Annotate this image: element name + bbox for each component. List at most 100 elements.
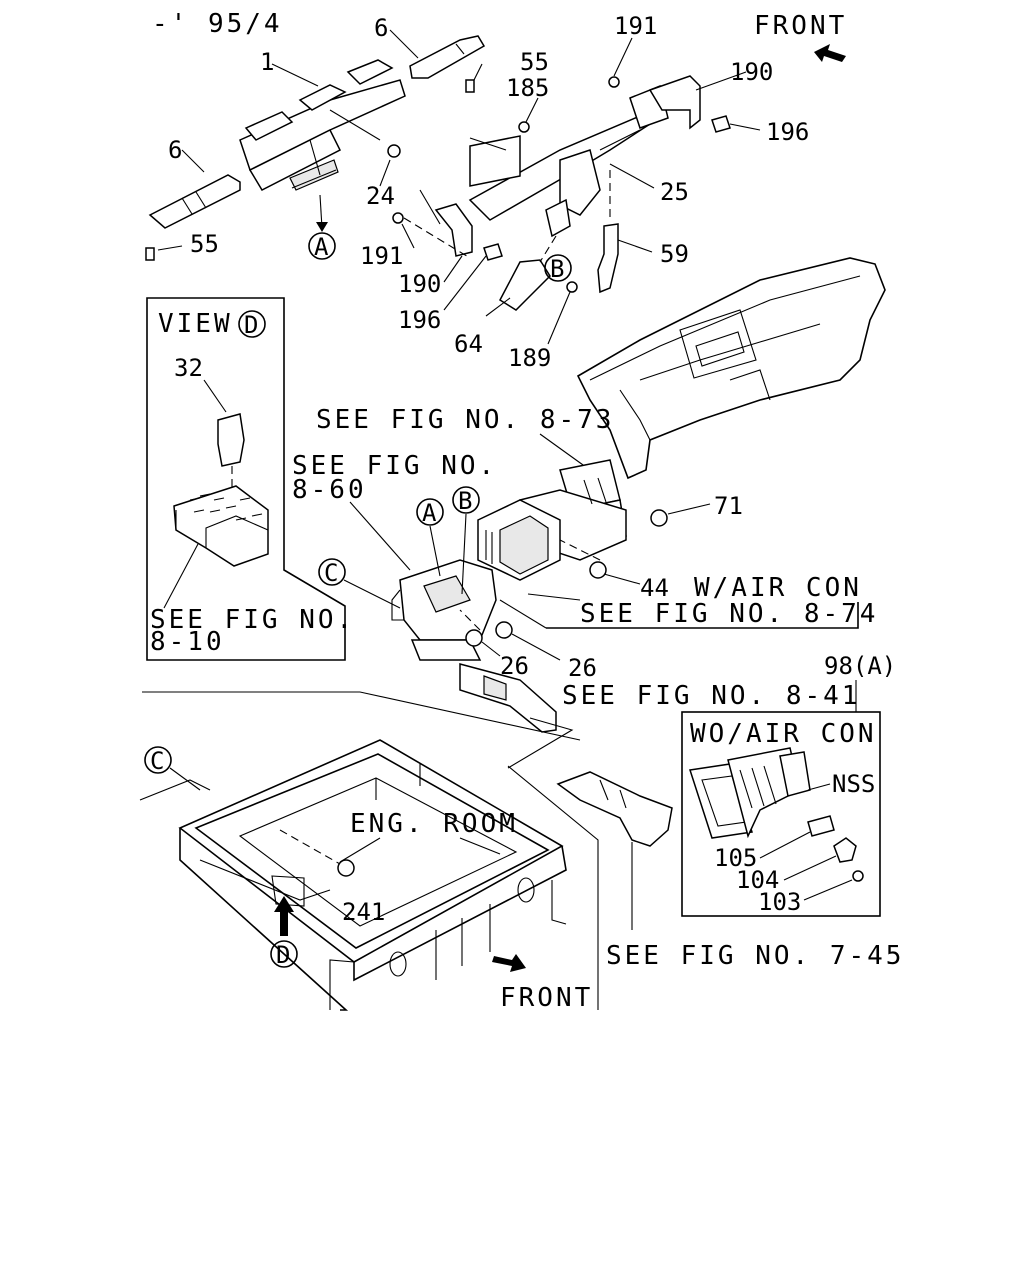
callout-190-right: 190 [730,58,773,86]
bracket-190-left [434,203,473,257]
blower-adapter-nss [689,747,811,839]
callout-104: 104 [736,866,779,894]
marker-b-center: B [458,487,472,515]
callout-32: 32 [174,354,203,382]
callout-196-left: 196 [398,306,441,334]
callout-25: 25 [660,178,689,206]
heater-case [391,559,497,661]
marker-c-circle-bottom [144,746,172,774]
callout-6-left: 6 [168,136,182,164]
bracket-190-right [648,75,701,130]
side-vent-duct-right [409,35,486,79]
marker-a-center: A [422,499,437,527]
engine-room-cover [139,739,567,1011]
ref-fig-8-41: SEE FIG NO. 8-41 [562,681,860,711]
elbow-duct-64 [499,259,551,311]
w-air-con-bracket [546,602,859,629]
callout-24: 24 [366,182,395,210]
connector-59 [597,223,619,294]
callout-55-top: 55 [520,48,549,76]
clip-189 [566,281,578,293]
callout-nss: NSS [832,770,875,798]
ref-fig-7-45: SEE FIG NO. 7-45 [606,941,904,971]
plate-105 [807,815,835,837]
view-d-ref-line2: 8-10 [150,627,225,657]
screw-185 [518,121,530,133]
callout-196-right: 196 [766,118,809,146]
callout-98a: 98(A) [824,652,896,680]
evaporator-unit [477,499,561,581]
wo-air-con-frame [681,711,881,917]
screw-55-top [465,79,475,93]
instrument-panel [576,257,886,480]
nut-71 [650,509,668,527]
marker-d-bottom: D [276,941,290,969]
callout-241: 241 [342,898,385,926]
callout-103: 103 [758,888,801,916]
callout-44: 44 [640,574,669,602]
ref-fig-8-74: SEE FIG NO. 8-74 [580,599,878,629]
marker-d-circle-bottom [270,940,298,968]
nut-44 [589,561,607,579]
callout-105: 105 [714,844,757,872]
view-d-arrow-icon [274,896,294,936]
callout-189: 189 [508,344,551,372]
nut-104 [833,837,857,863]
marker-a-circle-center [416,498,444,526]
applicability-label: -' 95/4 [152,9,283,39]
marker-a-top: A [314,233,329,261]
marker-b-circle-top [544,254,572,282]
screw-55-left [145,247,155,261]
wo-air-con-title: WO/AIR CON [690,719,877,749]
nut-26-left [465,629,483,647]
ref-w-air-con: W/AIR CON [694,573,862,603]
marker-c-bottom: C [150,747,164,775]
eng-room-label: ENG. ROOM [350,809,518,839]
marker-d-circle-view [238,310,266,338]
relay-32 [217,413,245,467]
clip-196-right [711,115,731,133]
screw-103 [852,870,864,882]
side-vent-duct-left [148,174,241,229]
clip-196-left [483,243,503,261]
marker-b-circle-center [452,486,480,514]
marker-c-circle-center [318,558,346,586]
callout-26-right: 26 [568,654,597,682]
callout-190-left: 190 [398,270,441,298]
clip-24 [387,144,401,158]
marker-a-circle [308,232,336,260]
marker-c-center: C [324,559,338,587]
marker-d-view: D [244,311,258,339]
ref-fig-8-60-line2: 8-60 [292,475,367,505]
front-arrow-icon [814,44,846,62]
callout-185: 185 [506,74,549,102]
ref-fig-8-73: SEE FIG NO. 8-73 [316,405,614,435]
view-d-ref-line1: SEE FIG NO. [150,605,355,635]
floor-duct [459,663,557,733]
front-arrow-bottom-icon [492,954,526,972]
rear-duct [556,771,673,847]
callout-59: 59 [660,240,689,268]
nut-26-right [495,621,513,639]
callout-1: 1 [260,48,274,76]
screw-191-right [608,76,620,88]
ref-fig-8-60-line1: SEE FIG NO. [292,451,497,481]
callout-6-top: 6 [374,14,388,42]
front-label-bottom: FRONT [500,983,593,1013]
cross-duct-25 [468,84,669,238]
callout-71: 71 [714,492,743,520]
front-label-top: FRONT [754,11,847,41]
callout-55-left: 55 [190,230,219,258]
center-vent-duct [239,59,406,191]
callout-64: 64 [454,330,483,358]
nut-241 [337,859,355,877]
view-d-title: VIEW [158,309,233,339]
marker-b-top: B [550,255,564,283]
callout-191-left: 191 [360,242,403,270]
callout-191-top: 191 [614,12,657,40]
screw-191-left [392,212,404,224]
fuse-block [173,485,269,567]
view-d-frame [146,297,346,661]
